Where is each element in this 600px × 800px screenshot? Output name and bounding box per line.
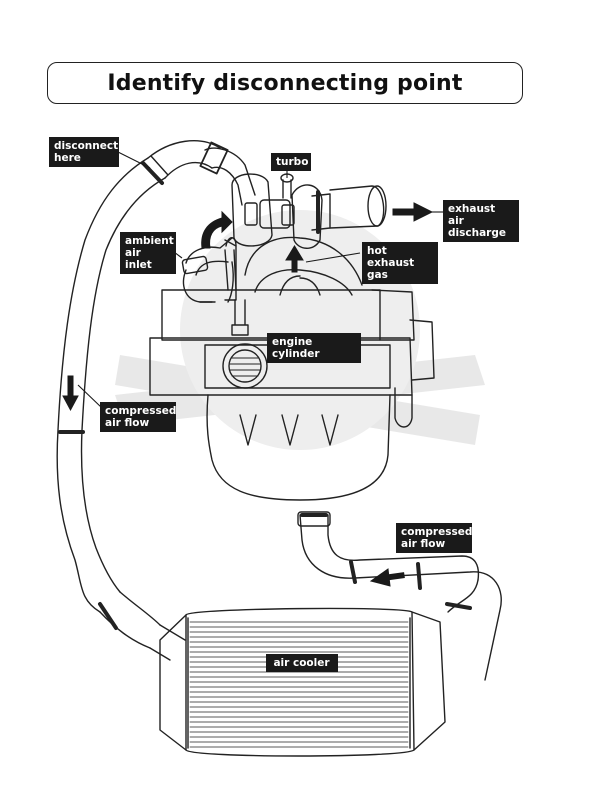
exhaust-discharge-arrow — [392, 202, 434, 222]
label-engine-cylinder: engine cylinder — [267, 333, 361, 363]
right-compressed-hose — [297, 511, 502, 681]
right-flow-arrow — [369, 568, 405, 587]
label-hot-exhaust-gas: hot exhaust gas — [362, 242, 438, 284]
ambient-inlet-pipe — [181, 237, 237, 303]
left-compressed-hose — [56, 140, 221, 630]
title-box: Identify disconnecting point — [47, 62, 523, 104]
turbo-assembly — [199, 141, 387, 249]
label-ambient-air-inlet: ambient air inlet — [120, 232, 176, 274]
left-flow-arrow — [62, 375, 79, 412]
air-cooler — [159, 607, 446, 757]
label-compressed-air-flow-right: compressed air flow — [396, 523, 472, 553]
label-turbo: turbo — [271, 153, 311, 171]
ambient-flow-arrow — [201, 210, 233, 249]
label-air-cooler: air cooler — [266, 654, 338, 672]
label-disconnect-here: disconnect here — [49, 137, 119, 167]
hot-exhaust-arrow — [285, 245, 304, 273]
diagram-title: Identify disconnecting point — [107, 70, 463, 96]
label-compressed-air-flow-left: compressed air flow — [100, 402, 176, 432]
label-exhaust-discharge: exhaust air discharge — [443, 200, 519, 242]
